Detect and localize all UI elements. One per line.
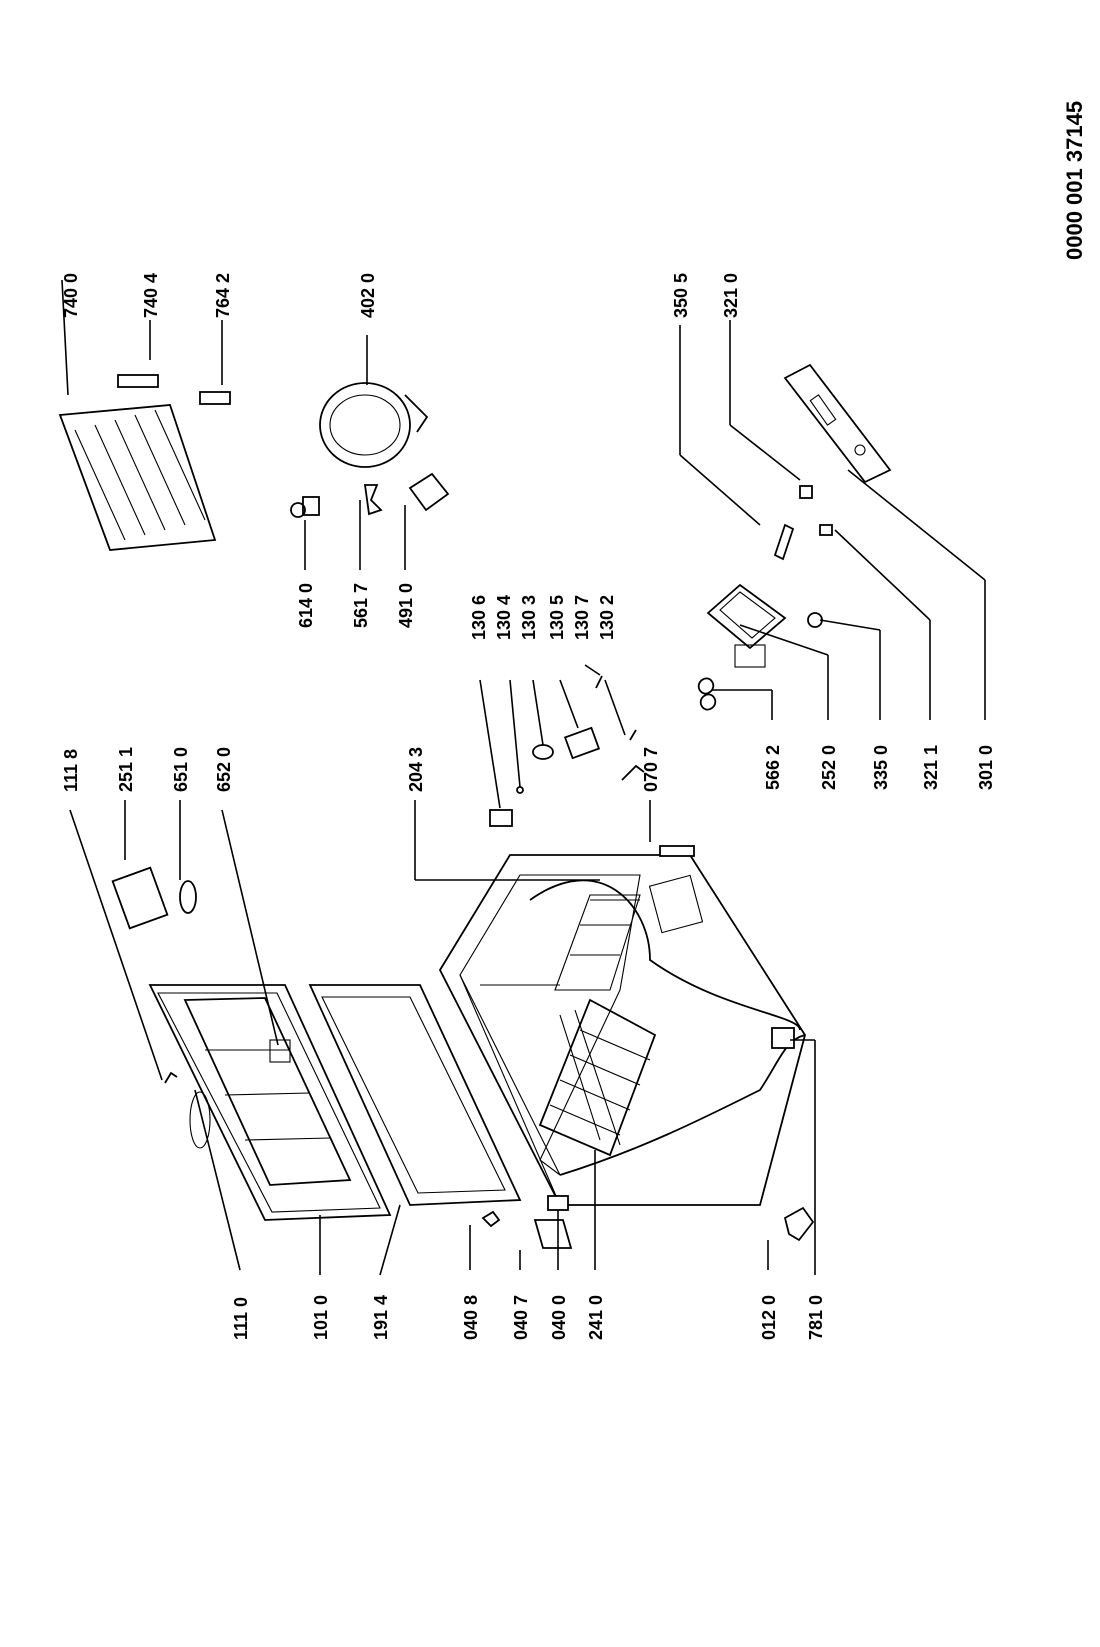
callout-491-0: 491 0 [396,583,416,628]
condenser-coil-part [58,404,217,551]
document-number: 0000 001 37145 [1062,101,1087,260]
vent-grille-part [659,845,695,857]
callout-781-0: 781 0 [806,1295,826,1340]
cabinet-body [438,854,806,1206]
callout-321-1: 321 1 [921,745,941,790]
callout-070-7: 070 7 [641,747,661,792]
callout-241-0: 241 0 [586,1295,606,1340]
divider-basket-part [554,894,641,991]
callout-130-5: 130 5 [547,595,567,640]
callout-301-0: 301 0 [976,745,996,790]
callout-350-5: 350 5 [671,273,691,318]
callout-130-7: 130 7 [572,595,592,640]
drier-part [199,391,231,405]
thermostat-spring-part [697,677,717,711]
lamp-bulb-part [179,880,197,914]
part-130-6 [489,809,513,827]
part-130-2 [621,729,645,781]
callout-614-0: 614 0 [296,583,316,628]
compressor-part [319,382,429,468]
callout-204-3: 204 3 [406,747,426,792]
callout-130-4: 130 4 [494,595,514,640]
hinge-bracket-part [533,1219,573,1249]
callout-191-4: 191 4 [371,1295,391,1340]
callout-566-2: 566 2 [763,745,783,790]
callout-040-8: 040 8 [461,1295,481,1340]
callout-130-6: 130 6 [469,595,489,640]
small-clip-321-0 [799,485,813,499]
callout-252-0: 252 0 [819,745,839,790]
callout-111-8: 111 8 [61,749,81,792]
callout-335-0: 335 0 [871,745,891,790]
lid-part [148,984,392,1221]
callout-040-7: 040 7 [511,1295,531,1340]
hinge-pin-part [481,1210,501,1228]
callout-740-4: 740 4 [141,273,161,318]
knob-part [807,612,823,628]
part-130-7 [595,675,603,689]
terminal-part [363,484,383,516]
part-130-3 [532,744,554,760]
lock-part [164,1071,178,1084]
callout-561-7: 561 7 [351,583,371,628]
callout-651-0: 651 0 [171,747,191,792]
lid-gasket-part [308,984,522,1206]
callout-740-0: 740 0 [61,273,81,318]
part-130-5 [563,726,601,760]
callout-251-1: 251 1 [116,747,136,792]
callout-130-3: 130 3 [519,595,539,640]
part-130-4 [516,786,524,794]
callout-012-0: 012 0 [759,1295,779,1340]
mount-part [408,472,450,512]
small-clip-321-1 [819,524,833,536]
lamp-cover-part [111,866,169,930]
thermostat-housing-part [706,583,787,668]
wire-basket-part [538,998,657,1157]
hinge-part [547,1195,569,1211]
callout-101-0: 101 0 [311,1295,331,1340]
leader-lines [61,279,986,1276]
callout-040-0: 040 0 [549,1295,569,1340]
callout-402-0: 402 0 [358,273,378,318]
callout-130-2: 130 2 [597,595,617,640]
foot-part [783,1206,815,1242]
callout-labels: 740 0 740 4 764 2 402 0 350 5 321 0 614 … [61,273,996,1340]
relay-part [290,496,320,518]
callout-321-0: 321 0 [721,273,741,318]
bracket-740-4 [117,374,159,388]
callout-652-0: 652 0 [214,747,234,792]
control-panel-part [783,363,892,484]
callout-111-0: 111 0 [231,1297,251,1340]
callout-764-2: 764 2 [213,273,233,318]
indicator-lamp-part [773,523,795,561]
